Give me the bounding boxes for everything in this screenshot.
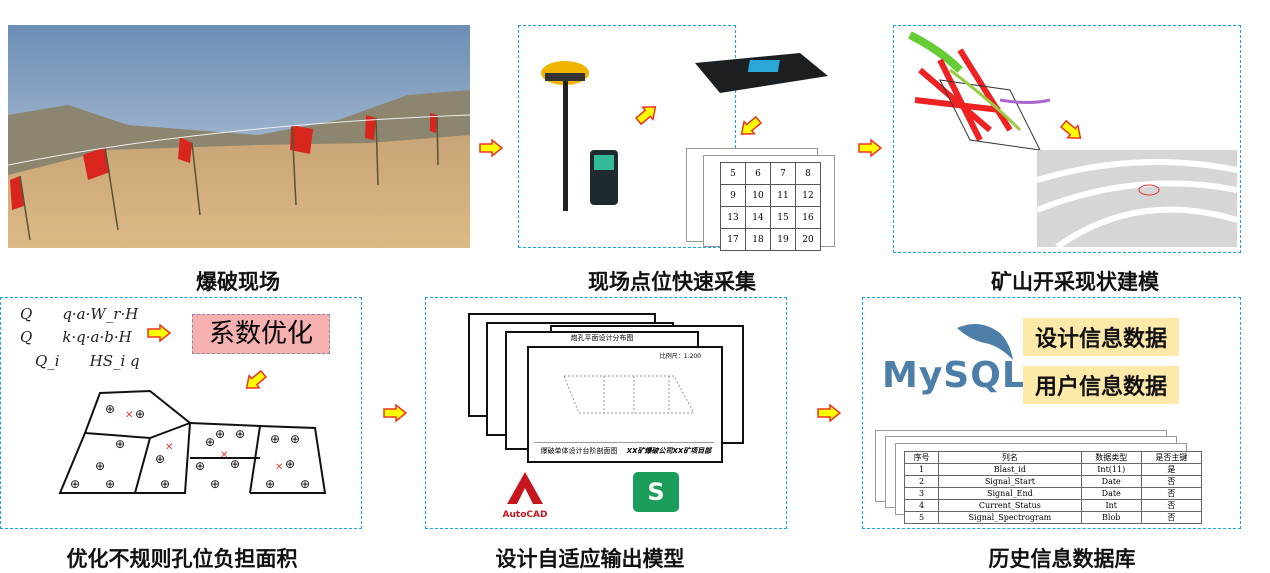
mine-trajectory-model [908,31,1051,151]
svg-text:⊕: ⊕ [265,477,275,491]
mysql-dolphin-icon [957,324,1013,360]
svg-text:✕: ✕ [220,450,228,461]
svg-text:⊕: ⊕ [160,477,170,491]
title-blast-site: 爆破现场 [196,270,280,294]
bench-profile-drawing [563,375,695,414]
svg-text:⊕: ⊕ [290,432,300,446]
coefficient-optimization-label: 系数优化 [192,314,330,354]
gnss-receiver-icon [541,61,618,211]
optimize-panel [0,297,362,529]
title-collect: 现场点位快速采集 [588,270,756,294]
data-collector-device-icon [695,53,828,93]
title-history: 历史信息数据库 [988,547,1136,571]
svg-text:⊕: ⊕ [155,452,165,466]
open-pit-3d-model [1037,150,1237,247]
svg-text:⊕: ⊕ [195,459,205,473]
svg-text:✕: ✕ [125,410,133,421]
svg-text:✕: ✕ [165,442,173,453]
svg-text:⊕: ⊕ [105,402,115,416]
collect-panel [518,25,736,248]
svg-text:⊕: ⊕ [70,477,80,491]
blast-site-photo [8,25,470,248]
svg-text:⊕: ⊕ [115,437,125,451]
arrow-right-icon [817,404,841,422]
title-model: 矿山开采现状建模 [991,270,1159,294]
svg-text:✕: ✕ [275,462,283,473]
title-optimize: 优化不规则孔位负担面积 [66,547,298,571]
model-panel [893,25,1241,253]
design-info-data-label: 设计信息数据 [1023,318,1180,356]
irregular-blasthole-polygons: ⊕⊕⊕⊕⊕⊕⊕⊕⊕⊕⊕⊕⊕⊕⊕⊕⊕⊕⊕ ✕✕✕✕ [58,389,327,494]
title-design: 设计自适应输出模型 [495,547,685,571]
svg-text:⊕: ⊕ [105,477,115,491]
sheets-app-logo: S [633,472,679,512]
svg-text:⊕: ⊕ [215,427,225,441]
svg-text:⊕: ⊕ [135,407,145,421]
cad-sheet-title: 炮孔平面设计分布图 [570,334,634,342]
design-panel [425,297,787,529]
svg-text:⊕: ⊕ [300,477,310,491]
arrow-right-icon [858,139,882,157]
svg-text:⊕: ⊕ [285,457,295,471]
svg-text:⊕: ⊕ [95,459,105,473]
arrow-right-icon [479,139,503,157]
svg-text:⊕: ⊕ [230,457,240,471]
svg-text:⊕: ⊕ [210,477,220,491]
autocad-logo: AutoCAD [500,470,550,520]
svg-text:⊕: ⊕ [270,432,280,446]
svg-text:⊕: ⊕ [205,435,215,449]
history-panel [862,297,1241,529]
arrow-right-icon [383,404,407,422]
mysql-logo: MySQL [882,355,1026,396]
svg-text:⊕: ⊕ [235,427,245,441]
arrow-icon [735,112,765,141]
arrow-right-icon [147,324,171,342]
user-info-data-label: 用户信息数据 [1023,366,1180,404]
